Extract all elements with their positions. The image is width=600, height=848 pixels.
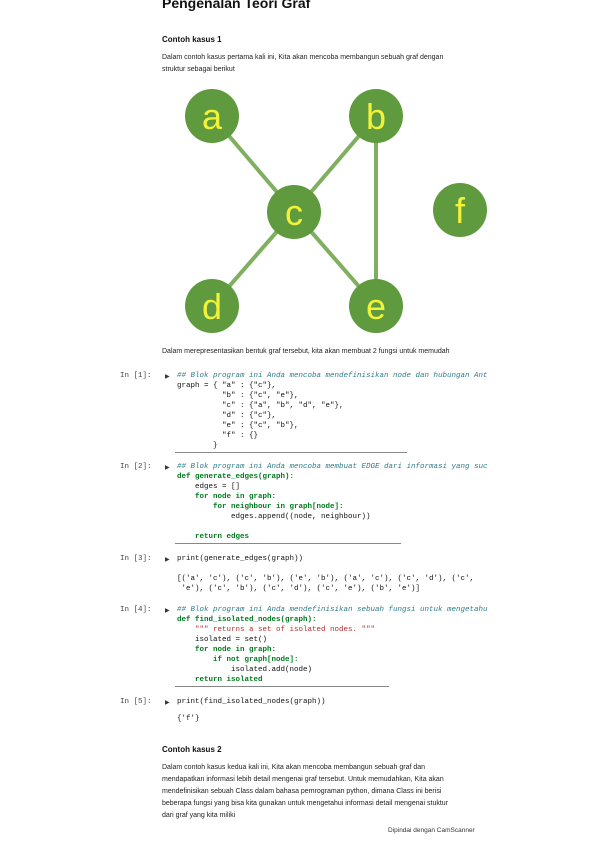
case2-line: beberapa fungsi yang bisa kita gunakan u… [162, 800, 449, 807]
code-line: edges.append((node, neighbour)) [177, 513, 371, 521]
graph-node-a [185, 89, 239, 143]
cell-4-divider [175, 686, 389, 687]
code-line: isolated.add(node) [177, 666, 313, 674]
code-line: for neighbour in graph[node]: [177, 503, 344, 511]
graph-node-c [267, 185, 321, 239]
cell-2-divider [175, 543, 401, 544]
page-title: Pengenalan Teori Graf [162, 0, 311, 11]
cell-5-output: {'f'} [177, 714, 200, 724]
code-line: edges = [] [177, 483, 241, 491]
code-line: for node in graph: [177, 646, 277, 654]
code-line: isolated = set() [177, 636, 268, 644]
graph-node-label-e: e [366, 286, 386, 327]
code-line: "f" : {} [177, 432, 259, 440]
code-line: "b" : {"c", "e"}, [177, 392, 299, 400]
graph-figure: a b c d e f [185, 89, 487, 333]
code-line: } [177, 442, 218, 450]
cell-5-code[interactable]: print(find_isolated_nodes(graph)) [177, 697, 326, 707]
code-line: if not graph[node]: [177, 656, 299, 664]
cell-3-prompt: In [3]: [120, 555, 152, 563]
case1-intro: Dalam contoh kasus pertama kali ini, Kit… [162, 52, 443, 76]
cell-2-run-icon[interactable]: ▶ [165, 465, 170, 471]
cell-3-code[interactable]: print(generate_edges(graph)) [177, 554, 303, 564]
cell-2-code[interactable]: ## Blok program ini Anda mencoba membuat… [177, 462, 488, 542]
output-line: 'e'), ('c', 'b'), ('c', 'd'), ('c', 'e')… [177, 585, 421, 593]
graph-node-f [433, 183, 487, 237]
scanner-footer: Dipindai dengan CamScanner [388, 827, 475, 834]
code-line: "c" : {"a", "b", "d", "e"}, [177, 402, 344, 410]
cell-1-run-icon[interactable]: ▶ [165, 374, 170, 380]
cell-5-prompt: In [5]: [120, 698, 152, 706]
cell-1-code[interactable]: ## Blok program ini Anda mencoba mendefi… [177, 371, 488, 451]
cell-1-prompt: In [1]: [120, 372, 152, 380]
cell-3-output: [('a', 'c'), ('c', 'b'), ('e', 'b'), ('a… [177, 574, 474, 594]
output-line: [('a', 'c'), ('c', 'b'), ('e', 'b'), ('a… [177, 575, 475, 583]
code-line: return edges [177, 533, 250, 541]
graph-node-d [185, 279, 239, 333]
output-line: {'f'} [177, 715, 200, 723]
case2-line: mendapatkan informasi lebih detail menge… [162, 776, 444, 783]
code-line: return isolated [177, 676, 263, 684]
case1-intro-line: struktur sebagai berikut [162, 66, 235, 73]
graph-node-label-b: b [366, 96, 386, 137]
graph-nodes: a b c d e f [185, 89, 487, 333]
cell-4-comment: ## Blok program ini Anda mendefinisikan … [177, 606, 488, 614]
cell-4-prompt: In [4]: [120, 606, 152, 614]
graph-node-label-a: a [202, 96, 223, 137]
graph-node-b [349, 89, 403, 143]
code-line: for node in graph: [177, 493, 277, 501]
code-line: print(find_isolated_nodes(graph)) [177, 698, 326, 706]
cell-1-divider [175, 452, 407, 453]
code-line: def generate_edges(graph): [177, 473, 295, 481]
cell-2-comment: ## Blok program ini Anda mencoba membuat… [177, 463, 488, 471]
case1-heading: Contoh kasus 1 [162, 35, 222, 44]
cell-4-run-icon[interactable]: ▶ [165, 608, 170, 614]
code-line: "d" : {"c"}, [177, 412, 277, 420]
graph-node-e [349, 279, 403, 333]
case2-heading: Contoh kasus 2 [162, 745, 222, 754]
graph-node-label-d: d [202, 286, 222, 327]
case2-line: Dalam contoh kasus kedua kali ini, Kita … [162, 764, 426, 771]
graph-node-label-f: f [455, 190, 466, 231]
case1-after-text: Dalam merepresentasikan bentuk graf ters… [162, 348, 450, 355]
cell-4-code[interactable]: ## Blok program ini Anda mendefinisikan … [177, 605, 488, 685]
cell-5-run-icon[interactable]: ▶ [165, 700, 170, 706]
code-line: "e" : {"c", "b"}, [177, 422, 299, 430]
code-line: print(generate_edges(graph)) [177, 555, 304, 563]
cell-1-comment: ## Blok program ini Anda mencoba mendefi… [177, 372, 488, 380]
case2-text: Dalam contoh kasus kedua kali ini, Kita … [162, 762, 448, 822]
cell-3-run-icon[interactable]: ▶ [165, 557, 170, 563]
code-line: graph = { "a" : {"c"}, [177, 382, 277, 390]
case2-line: mendefinisikan sebuah Class dalam bahasa… [162, 788, 442, 795]
case1-intro-line: Dalam contoh kasus pertama kali ini, Kit… [162, 54, 444, 61]
cell-2-prompt: In [2]: [120, 463, 152, 471]
graph-node-label-c: c [285, 192, 303, 233]
code-line: """ returns a set of isolated nodes. """ [177, 626, 376, 634]
case2-line: dari graf yang kita miliki [162, 812, 236, 819]
code-line: def find_isolated_nodes(graph): [177, 616, 317, 624]
